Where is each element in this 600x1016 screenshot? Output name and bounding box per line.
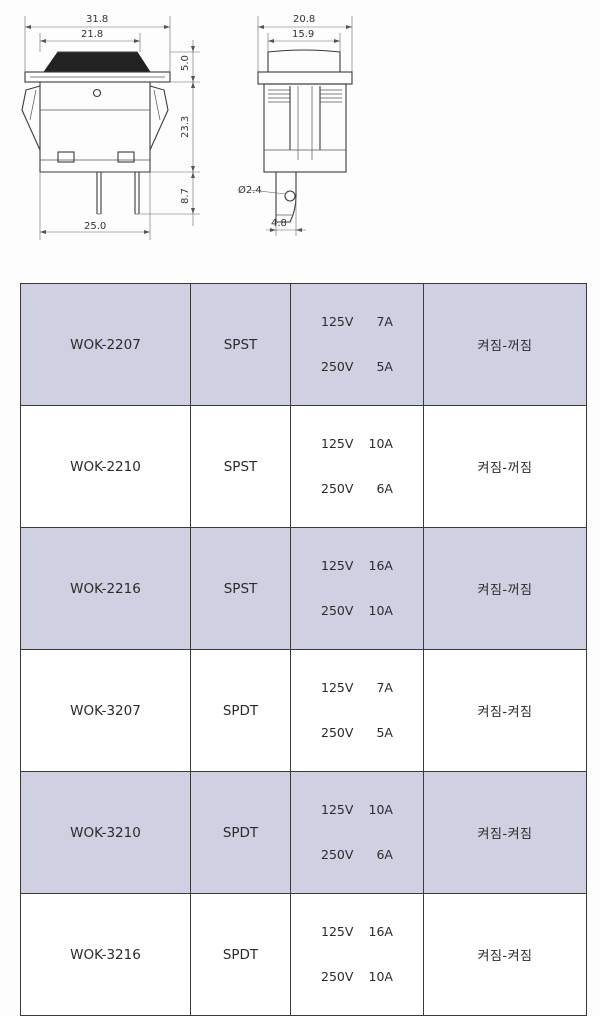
rating-voltage-1: 125V <box>321 436 354 451</box>
rating-voltage-2: 250V <box>321 359 354 374</box>
rating-voltage-2: 250V <box>321 847 354 862</box>
switch-function: 켜짐-켜짐 <box>477 705 533 720</box>
switch-function: 켜짐-꺼짐 <box>477 461 533 476</box>
model-cell: WOK-2207 <box>20 283 191 406</box>
rating: 125V 7A 250V 5A <box>321 284 393 404</box>
switch-function: 켜짐-켜짐 <box>477 827 533 842</box>
model-cell: WOK-3207 <box>20 649 191 772</box>
spec-table: WOK-2207 SPST 125V 7A 250V 5A 켜짐-꺼짐 WOK-22… <box>20 283 587 1016</box>
switch-function: 켜짐-꺼짐 <box>477 583 533 598</box>
rating-current-2: 10A <box>368 969 393 984</box>
rating-voltage-2: 250V <box>321 969 354 984</box>
dim-front-rocker-height: 5.0 <box>180 55 191 71</box>
dim-front-body-height: 23.3 <box>180 116 191 138</box>
type-cell: SPDT <box>190 893 291 1016</box>
switch-type: SPST <box>223 458 258 475</box>
model-number: WOK-2207 <box>70 336 141 353</box>
model-cell: WOK-3210 <box>20 771 191 894</box>
type-cell: SPST <box>190 405 291 528</box>
rating: 125V 7A 250V 5A <box>321 650 393 770</box>
technical-drawing: 31.8 21.8 <box>21 14 353 240</box>
dim-side-hole-diameter: Ø2.4 <box>238 184 262 196</box>
rating-cell: 125V 16A 250V 10A <box>290 893 424 1016</box>
rating-current-2: 5A <box>376 359 393 374</box>
rating-cell: 125V 7A 250V 5A <box>290 649 424 772</box>
rating: 125V 16A 250V 10A <box>321 894 393 1014</box>
model-number: WOK-2210 <box>70 458 141 475</box>
rating-voltage-2: 250V <box>321 481 354 496</box>
dim-side-overall-width: 20.8 <box>293 14 315 25</box>
model-number: WOK-3207 <box>70 702 141 719</box>
type-cell: SPDT <box>190 649 291 772</box>
rating-current-2: 10A <box>368 603 393 618</box>
rating-voltage-1: 125V <box>321 680 354 695</box>
function-cell: 켜짐-꺼짐 <box>423 283 587 406</box>
dim-front-rocker-width: 21.8 <box>81 29 103 40</box>
table-row: WOK-3210 SPDT 125V 10A 250V 6A 켜짐-켜짐 <box>20 771 587 894</box>
switch-function: 켜짐-켜짐 <box>477 949 533 964</box>
rating-current-2: 6A <box>376 481 393 496</box>
dim-front-terminal-length: 8.7 <box>180 188 191 204</box>
model-number: WOK-3210 <box>70 824 141 841</box>
type-cell: SPST <box>190 527 291 650</box>
rating-current-1: 10A <box>368 436 393 451</box>
rating-voltage-1: 125V <box>321 924 354 939</box>
model-number: WOK-2216 <box>70 580 141 597</box>
function-cell: 켜짐-켜짐 <box>423 649 587 772</box>
model-number: WOK-3216 <box>70 946 141 963</box>
switch-type: SPST <box>223 336 258 353</box>
front-view: 31.8 21.8 <box>21 14 200 240</box>
dim-front-base-width: 25.0 <box>84 221 106 232</box>
table-row: WOK-2216 SPST 125V 16A 250V 10A 켜짐-꺼짐 <box>20 527 587 650</box>
switch-type: SPDT <box>222 946 259 963</box>
rating-voltage-2: 250V <box>321 603 354 618</box>
rating-voltage-1: 125V <box>321 314 354 329</box>
type-cell: SPDT <box>190 771 291 894</box>
switch-type: SPST <box>223 580 258 597</box>
rating-cell: 125V 16A 250V 10A <box>290 527 424 650</box>
function-cell: 켜짐-꺼짐 <box>423 405 587 528</box>
rating-current-2: 5A <box>376 725 393 740</box>
dim-side-terminal-width: 4.8 <box>271 218 287 229</box>
switch-type: SPDT <box>222 824 259 841</box>
table-row: WOK-2210 SPST 125V 10A 250V 6A 켜짐-꺼짐 <box>20 405 587 528</box>
table-row: WOK-3216 SPDT 125V 16A 250V 10A 켜짐-켜짐 <box>20 893 587 1016</box>
rating-current-1: 7A <box>376 314 393 329</box>
rating: 125V 10A 250V 6A <box>321 406 393 526</box>
rating-current-2: 6A <box>376 847 393 862</box>
rating-current-1: 16A <box>368 924 393 939</box>
dim-front-overall-width: 31.8 <box>86 14 108 25</box>
model-cell: WOK-2216 <box>20 527 191 650</box>
rating-cell: 125V 10A 250V 6A <box>290 405 424 528</box>
rating-cell: 125V 7A 250V 5A <box>290 283 424 406</box>
type-cell: SPST <box>190 283 291 406</box>
rating: 125V 16A 250V 10A <box>321 528 393 648</box>
side-view: 20.8 15.9 <box>238 14 353 236</box>
model-cell: WOK-3216 <box>20 893 191 1016</box>
rating-current-1: 7A <box>376 680 393 695</box>
dim-side-top-width: 15.9 <box>292 29 314 40</box>
switch-type: SPDT <box>222 702 259 719</box>
rating-voltage-1: 125V <box>321 558 354 573</box>
rating-current-1: 10A <box>368 802 393 817</box>
rating-voltage-1: 125V <box>321 802 354 817</box>
function-cell: 켜짐-켜짐 <box>423 771 587 894</box>
function-cell: 켜짐-켜짐 <box>423 893 587 1016</box>
switch-function: 켜짐-꺼짐 <box>477 339 533 354</box>
rating: 125V 10A 250V 6A <box>321 772 393 892</box>
table-row: WOK-3207 SPDT 125V 7A 250V 5A 켜짐-켜짐 <box>20 649 587 772</box>
table-row: WOK-2207 SPST 125V 7A 250V 5A 켜짐-꺼짐 <box>20 283 587 406</box>
rating-cell: 125V 10A 250V 6A <box>290 771 424 894</box>
rating-current-1: 16A <box>368 558 393 573</box>
function-cell: 켜짐-꺼짐 <box>423 527 587 650</box>
model-cell: WOK-2210 <box>20 405 191 528</box>
rating-voltage-2: 250V <box>321 725 354 740</box>
